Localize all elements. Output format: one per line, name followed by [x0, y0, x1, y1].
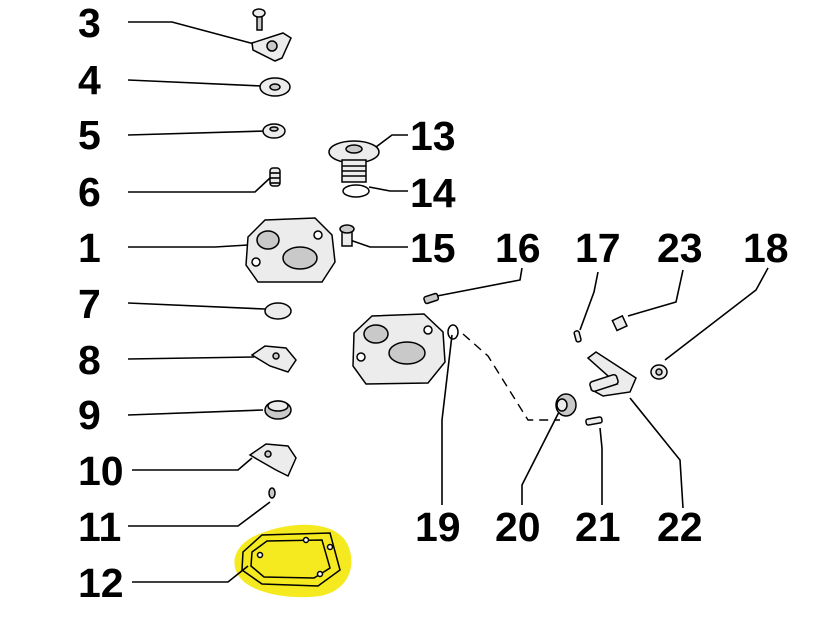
- part-6-spring: [269, 167, 281, 187]
- part-1-body: [245, 217, 336, 283]
- leader-lines-left: [127, 21, 271, 583]
- part-23-clip: [611, 314, 628, 332]
- label-19: 19: [415, 504, 461, 550]
- label-20: 20: [495, 504, 541, 550]
- left-labels: 3 4 5 6 1 7 8 9 10 11 12: [78, 0, 124, 606]
- body-assembly-view: [352, 313, 446, 385]
- label-4: 4: [78, 57, 101, 103]
- label-10: 10: [78, 448, 124, 494]
- part-21-pin: [585, 416, 603, 426]
- part-15-bolt: [339, 224, 355, 247]
- part-5-washer: [262, 123, 286, 139]
- label-6: 6: [78, 169, 101, 215]
- part-18-nut: [650, 364, 668, 380]
- right-labels: 13 14 15 16 17 23 18 19 20 21 22: [410, 113, 789, 550]
- label-7: 7: [78, 281, 101, 327]
- label-15: 15: [410, 225, 456, 271]
- label-9: 9: [78, 392, 101, 438]
- part-10-bracket: [248, 443, 297, 478]
- label-21: 21: [575, 504, 621, 550]
- part-17-pin: [573, 330, 582, 343]
- part-19-ring: [447, 324, 459, 340]
- label-1: 1: [78, 225, 101, 271]
- label-18: 18: [743, 225, 789, 271]
- label-13: 13: [410, 113, 456, 159]
- part-20-fitting: [555, 393, 577, 417]
- part-9-nut: [264, 400, 292, 420]
- label-11: 11: [78, 504, 121, 550]
- label-14: 14: [410, 170, 456, 216]
- part-16-screw: [423, 292, 440, 305]
- part-3-cover-plate: [251, 8, 292, 62]
- label-23: 23: [657, 225, 703, 271]
- label-8: 8: [78, 337, 101, 383]
- label-12: 12: [78, 560, 124, 606]
- part-22-shaft: [586, 351, 637, 397]
- label-17: 17: [575, 225, 621, 271]
- leader-lines-right: [349, 134, 769, 509]
- part-8-lever: [250, 345, 297, 373]
- part-7-disc: [264, 302, 292, 320]
- part-4-diaphragm: [259, 77, 291, 97]
- label-22: 22: [657, 504, 703, 550]
- part-14-o-ring: [342, 184, 370, 198]
- label-5: 5: [78, 112, 101, 158]
- part-12-gasket: [241, 532, 341, 587]
- label-16: 16: [495, 225, 541, 271]
- label-3: 3: [78, 0, 101, 46]
- part-11-screw: [268, 487, 276, 499]
- part-13-cap: [328, 140, 380, 183]
